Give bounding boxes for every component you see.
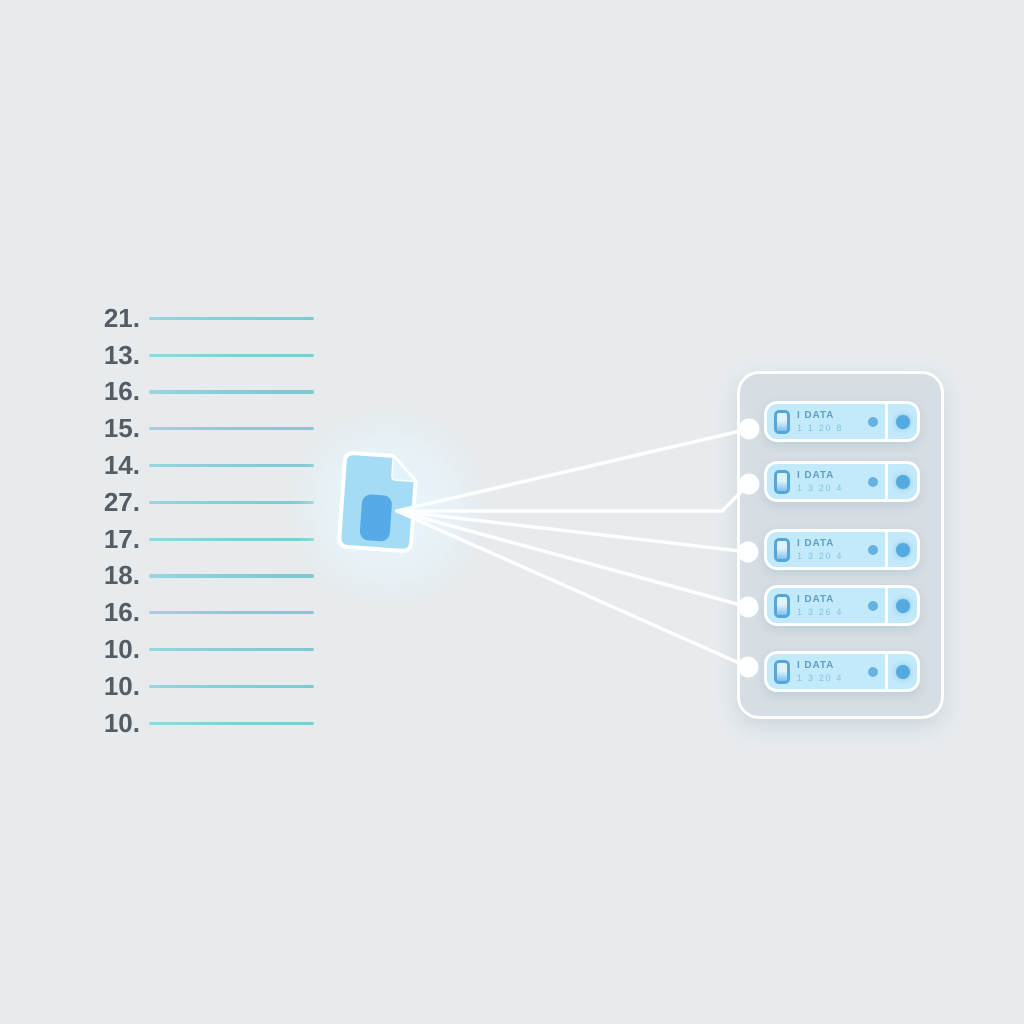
card-title: I DATA (797, 538, 835, 549)
list-item: 17. (92, 521, 314, 558)
card-subtitle: 1 3 20 4 (797, 551, 844, 561)
device-icon (774, 469, 790, 494)
list-item: 13. (92, 337, 314, 374)
card-text: I DATA 1 3 20 4 (797, 470, 843, 493)
list-item-number: 15. (103, 413, 140, 444)
data-card[interactable]: I DATA 1 3 20 4 (764, 461, 920, 502)
list-item-number: 13. (103, 339, 140, 370)
list-item-line (149, 316, 314, 320)
card-action[interactable] (888, 588, 917, 623)
card-text: I DATA 1 3 26 4 (797, 594, 843, 617)
data-panel: I DATA 1 1 20 8 I DATA 1 3 20 4 (737, 371, 944, 719)
list-item: 16. (92, 594, 314, 631)
list-item-line (149, 500, 314, 504)
list-item-number: 10. (103, 670, 140, 701)
card-title: I DATA (797, 660, 835, 671)
device-icon (774, 537, 790, 562)
card-title: I DATA (797, 470, 835, 481)
list-item-number: 27. (103, 486, 140, 517)
card-subtitle: 1 1 20 8 (797, 423, 844, 433)
card-subtitle: 1 3 20 4 (797, 673, 844, 683)
list-item-line (149, 353, 314, 357)
list-item-line (149, 537, 314, 541)
data-card[interactable]: I DATA 1 1 20 8 (764, 401, 920, 442)
action-dot-icon (895, 598, 910, 613)
list-item-line (149, 574, 314, 578)
card-text: I DATA 1 3 20 4 (797, 660, 843, 683)
card-main: I DATA 1 3 26 4 (767, 588, 888, 623)
status-dot-icon (868, 544, 878, 555)
card-main: I DATA 1 3 20 4 (767, 464, 888, 499)
list-item-line (149, 721, 314, 725)
card-main: I DATA 1 3 20 4 (767, 654, 888, 689)
data-card[interactable]: I DATA 1 3 20 4 (764, 529, 920, 570)
list-item-line (149, 684, 314, 688)
card-main: I DATA 1 3 20 4 (767, 532, 888, 567)
list-item-number: 16. (103, 597, 140, 628)
card-title: I DATA (797, 410, 835, 421)
card-title: I DATA (797, 594, 835, 605)
list-item: 18. (92, 558, 314, 595)
list-item-number: 18. (103, 560, 140, 591)
action-dot-icon (895, 474, 910, 489)
numbered-list: 21. 13. 16. 15. 14. 27. 17. 18. (92, 300, 314, 742)
status-dot-icon (868, 476, 878, 487)
list-item: 15. (92, 410, 314, 447)
card-action[interactable] (888, 654, 917, 689)
card-main: I DATA 1 1 20 8 (767, 404, 888, 439)
card-text: I DATA 1 3 20 4 (797, 538, 843, 561)
device-icon (774, 409, 790, 434)
action-dot-icon (895, 664, 910, 679)
device-icon (774, 659, 790, 684)
list-item-number: 10. (103, 634, 140, 665)
list-item-line (149, 463, 314, 468)
list-item-number: 17. (103, 523, 140, 554)
card-action[interactable] (888, 404, 917, 439)
device-icon (774, 593, 790, 618)
list-item-line (149, 427, 314, 431)
list-item-line (149, 611, 314, 615)
status-dot-icon (868, 600, 878, 611)
list-item-number: 16. (103, 376, 140, 407)
list-item: 14. (92, 447, 314, 484)
action-dot-icon (895, 414, 910, 429)
data-card[interactable]: I DATA 1 3 20 4 (764, 651, 920, 692)
card-subtitle: 1 3 26 4 (797, 607, 844, 617)
list-item-number: 21. (103, 302, 140, 333)
document-file-icon (335, 448, 422, 555)
data-card[interactable]: I DATA 1 3 26 4 (764, 585, 920, 626)
list-item-line (149, 647, 314, 652)
card-action[interactable] (888, 464, 917, 499)
action-dot-icon (895, 542, 910, 557)
list-item: 16. (92, 374, 314, 411)
list-item: 27. (92, 484, 314, 521)
list-item: 10. (92, 668, 314, 705)
list-item-line (149, 390, 314, 394)
list-item: 10. (92, 705, 314, 742)
list-item: 21. (92, 300, 314, 337)
status-dot-icon (868, 416, 878, 427)
card-text: I DATA 1 1 20 8 (797, 410, 843, 433)
card-subtitle: 1 3 20 4 (797, 483, 844, 493)
card-action[interactable] (888, 532, 917, 567)
list-item-number: 14. (103, 450, 140, 481)
list-item-number: 10. (103, 707, 140, 738)
status-dot-icon (868, 666, 878, 677)
list-item: 10. (92, 631, 314, 668)
